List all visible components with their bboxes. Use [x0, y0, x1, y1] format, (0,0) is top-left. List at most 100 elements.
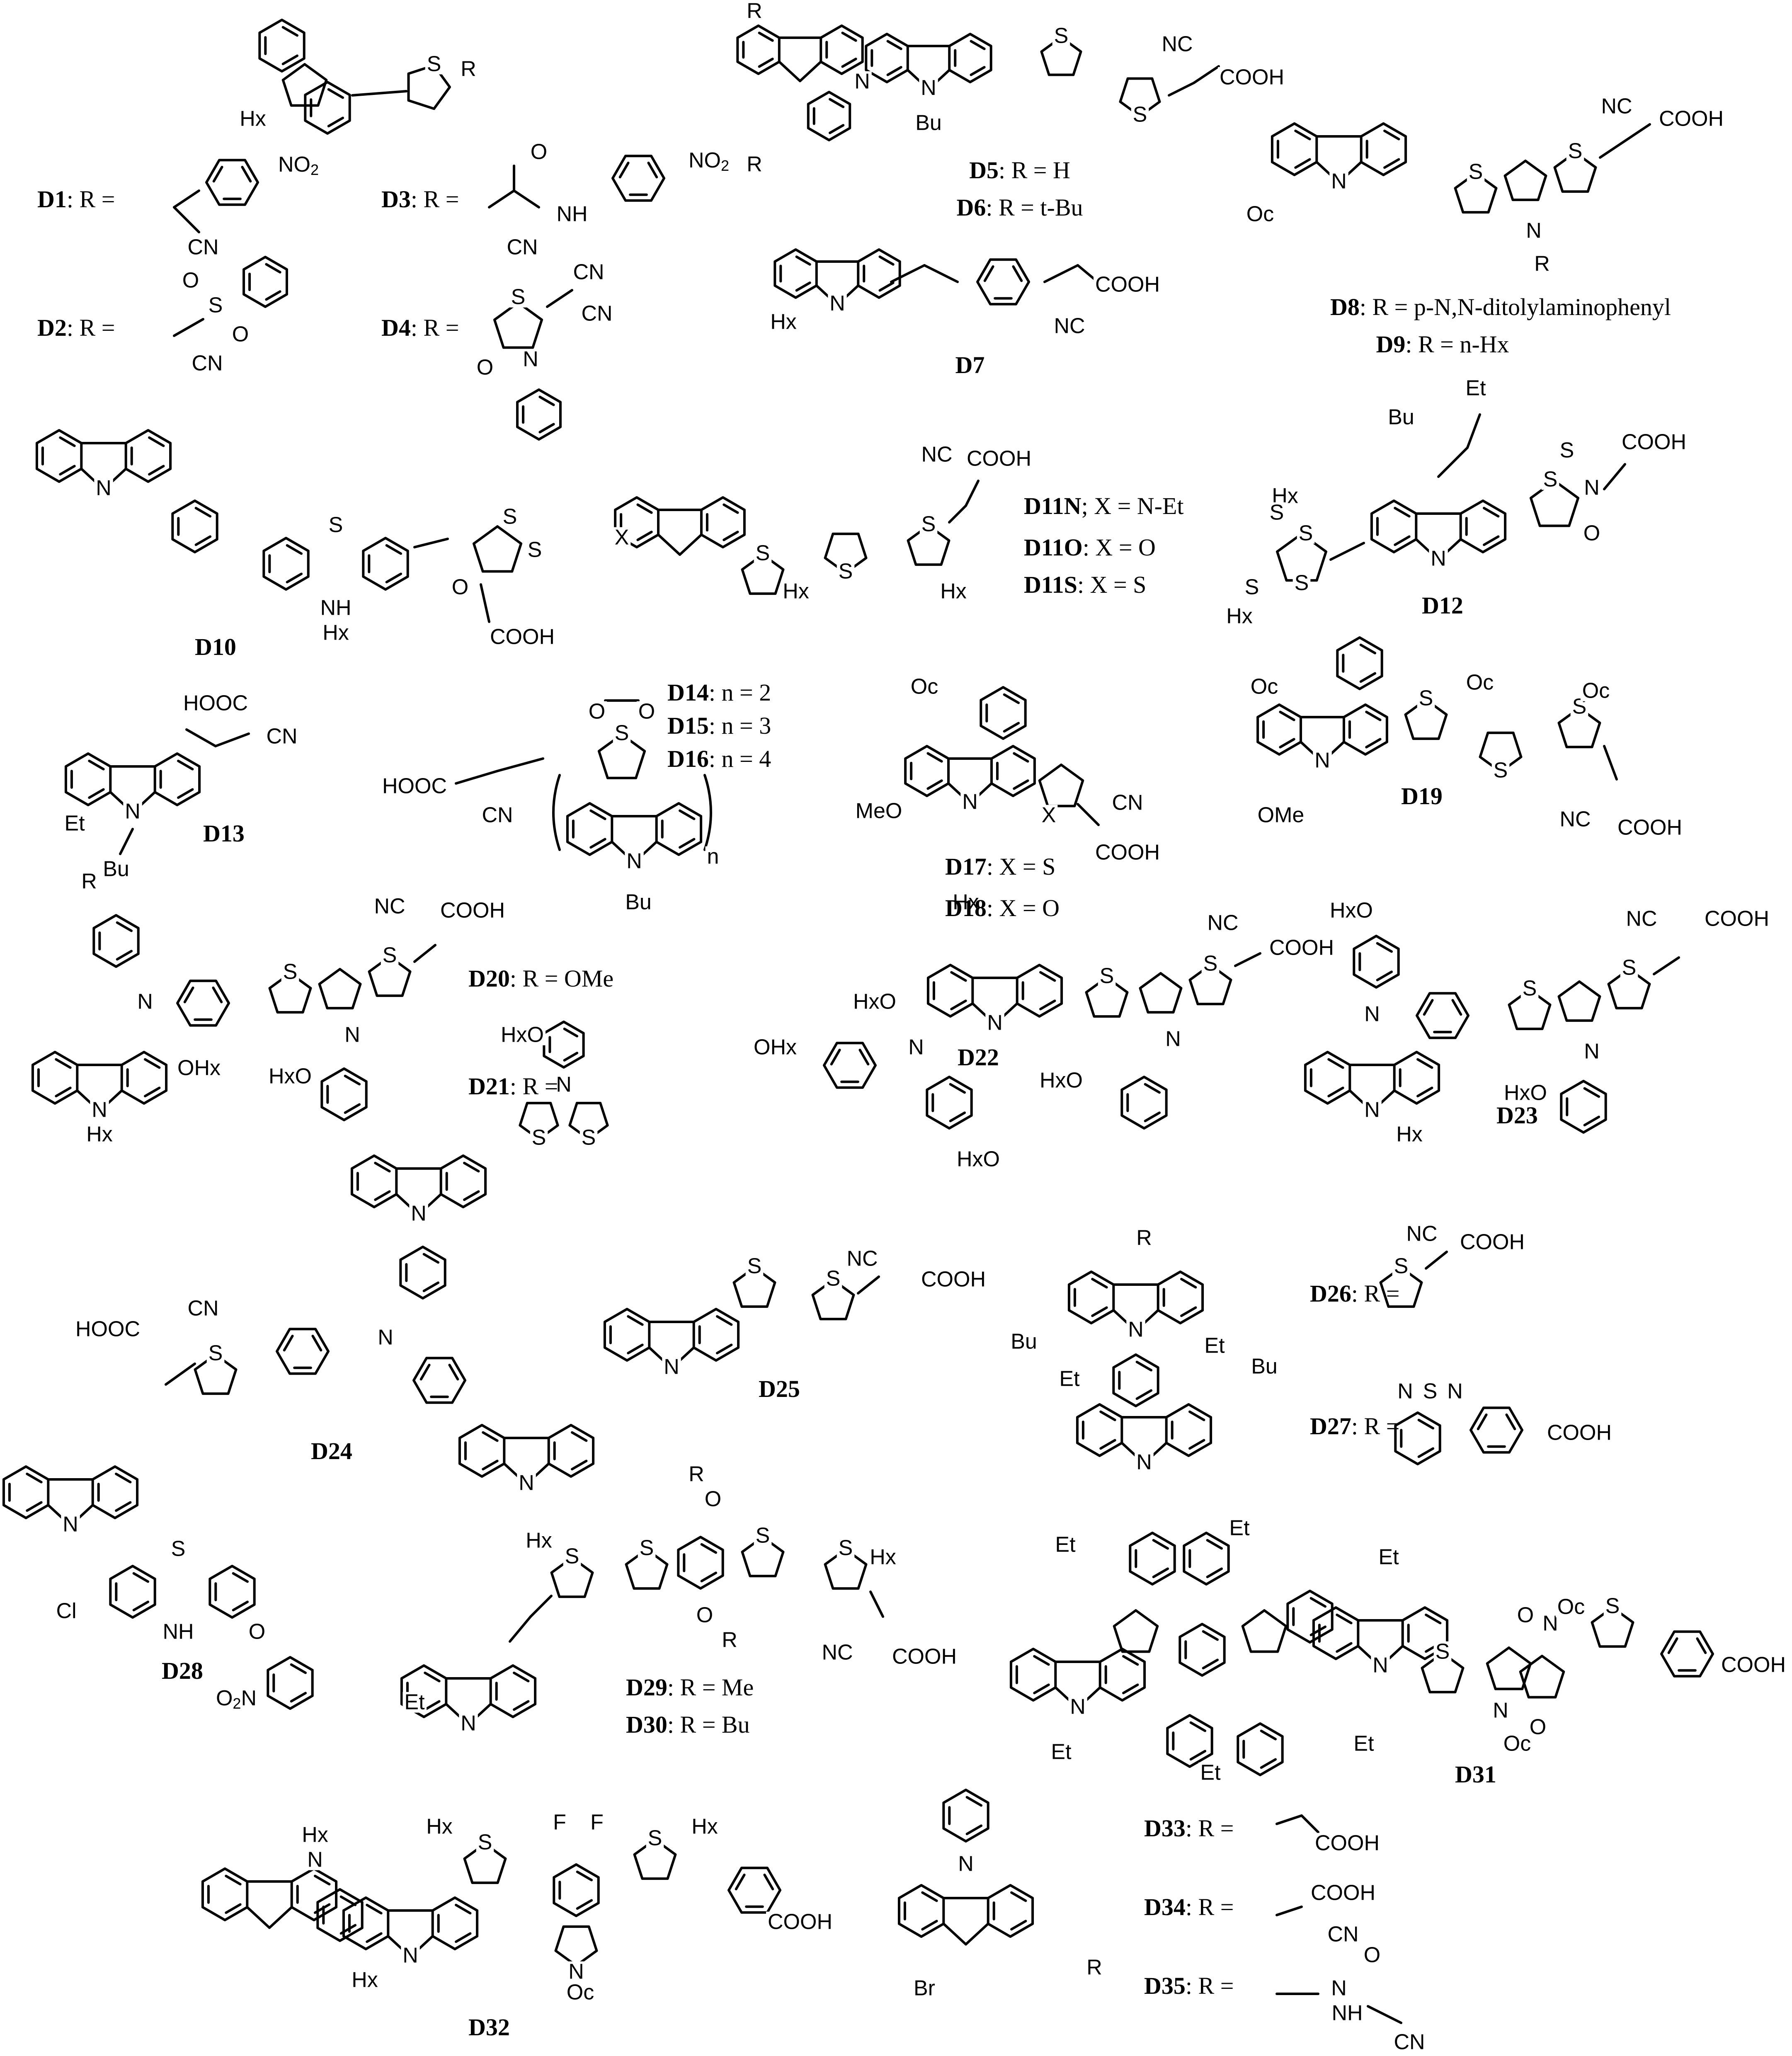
bond: [576, 1870, 593, 1881]
bond: [1010, 1891, 1027, 1902]
label-knockout: [1404, 1223, 1439, 1244]
label-knockout: [571, 262, 606, 283]
bond: [949, 1111, 966, 1123]
bond-path: [281, 63, 328, 107]
atom-label-hx: Hx: [302, 1823, 328, 1847]
bond: [1300, 1814, 1319, 1833]
label-knockout: [214, 1687, 259, 1710]
label-knockout: [1068, 1696, 1087, 1717]
bond-path: [362, 537, 409, 591]
label-knockout: [1491, 1700, 1510, 1721]
label-knockout: [300, 1824, 330, 1845]
bond: [1451, 999, 1462, 1016]
label-knockout: [705, 846, 721, 867]
label-knockout: [190, 353, 225, 374]
atom-label-ohx: OHx: [754, 1035, 797, 1060]
atom-label-s: S: [209, 293, 223, 318]
atom-label-r: R: [1534, 252, 1550, 276]
label-knockout: [1657, 108, 1725, 129]
atom-label-o: O: [1364, 1943, 1380, 1967]
bond: [88, 759, 105, 771]
bond: [970, 40, 986, 50]
atom-label-n: N: [1372, 1653, 1388, 1677]
bond: [563, 1028, 579, 1038]
label-knockout: [475, 357, 495, 378]
caption-d5: D5: R = H: [969, 157, 1070, 184]
label-knockout: [94, 478, 113, 499]
atom-label-n: N: [1584, 1040, 1600, 1064]
atom-label-s: S: [283, 960, 298, 984]
bond: [1583, 1115, 1600, 1127]
bond: [795, 281, 811, 292]
label-knockout: [247, 1621, 267, 1642]
atom-label-et: Et: [64, 812, 85, 836]
compound-id: D28: [162, 1657, 203, 1684]
bond-path: [194, 1353, 238, 1395]
bond: [886, 66, 902, 76]
bond-path: [1120, 1076, 1168, 1130]
bond-path: [1469, 1406, 1523, 1454]
label-knockout: [530, 1127, 548, 1148]
bond: [571, 1460, 588, 1471]
bond: [1437, 446, 1469, 478]
label-knockout: [1464, 378, 1488, 399]
bond-path: [92, 914, 140, 968]
bond: [795, 255, 811, 266]
atom-label-n: N: [1314, 749, 1330, 773]
bond-path: [516, 388, 562, 441]
atom-label-ome: OMe: [1258, 803, 1305, 827]
compound-substituent: : R =: [411, 314, 459, 341]
caption-d33: D33: R =: [1144, 1815, 1234, 1842]
bond: [194, 535, 212, 546]
label-knockout: [450, 577, 470, 598]
atom-label-nc: NC: [1601, 95, 1632, 119]
label-knockout: [101, 858, 131, 880]
label-knockout: [524, 1530, 554, 1551]
bond: [1603, 463, 1626, 490]
label-knockout: [186, 1298, 221, 1319]
label-knockout: [1491, 760, 1510, 781]
bond: [482, 1460, 499, 1471]
bond: [857, 1275, 880, 1295]
label-knockout: [1377, 1547, 1401, 1568]
atom-label-s: S: [1560, 439, 1574, 463]
atom-label-no2: NO2: [278, 153, 319, 178]
bond-path: [1286, 1590, 1334, 1644]
compound-substituent: : R =: [67, 314, 115, 341]
label-knockout: [1094, 842, 1162, 863]
atom-label-hxo: HxO: [1330, 899, 1373, 923]
bond: [679, 838, 696, 849]
atom-label-o: O: [182, 269, 199, 293]
atom-label-s: S: [503, 505, 517, 529]
label-knockout: [517, 1472, 536, 1494]
bond: [948, 504, 967, 524]
atom-label-hooc: HOOC: [75, 1317, 140, 1341]
label-knockout: [176, 1057, 222, 1079]
label-knockout: [1545, 1422, 1613, 1443]
compound-id: D9: [1376, 331, 1405, 358]
label-knockout: [687, 1464, 706, 1485]
label-knockout: [766, 1911, 834, 1932]
atom-label-cn: CN: [573, 260, 604, 284]
bond: [538, 395, 555, 406]
label-knockout: [1421, 1381, 1439, 1402]
compound-id: D15: [667, 712, 709, 739]
caption-d15: D15: n = 3: [667, 712, 771, 739]
bond: [281, 54, 299, 65]
bond: [1309, 1597, 1327, 1608]
bond: [177, 759, 194, 771]
bond: [1206, 1539, 1223, 1550]
atom-label-cn: CN: [507, 235, 538, 259]
label-knockout: [955, 1149, 1001, 1170]
bond: [830, 1048, 841, 1066]
label-knockout: [565, 1982, 596, 2003]
bond-path: [1529, 480, 1580, 527]
label-knockout: [720, 1629, 739, 1651]
bond-path: [1188, 964, 1232, 1006]
atom-label-cooh: COOH: [1721, 1653, 1786, 1677]
bond: [1417, 1447, 1435, 1458]
label-knockout: [526, 539, 544, 560]
bond: [965, 1796, 983, 1807]
bond-path: [550, 1557, 594, 1598]
atom-label-s: S: [1270, 501, 1284, 525]
